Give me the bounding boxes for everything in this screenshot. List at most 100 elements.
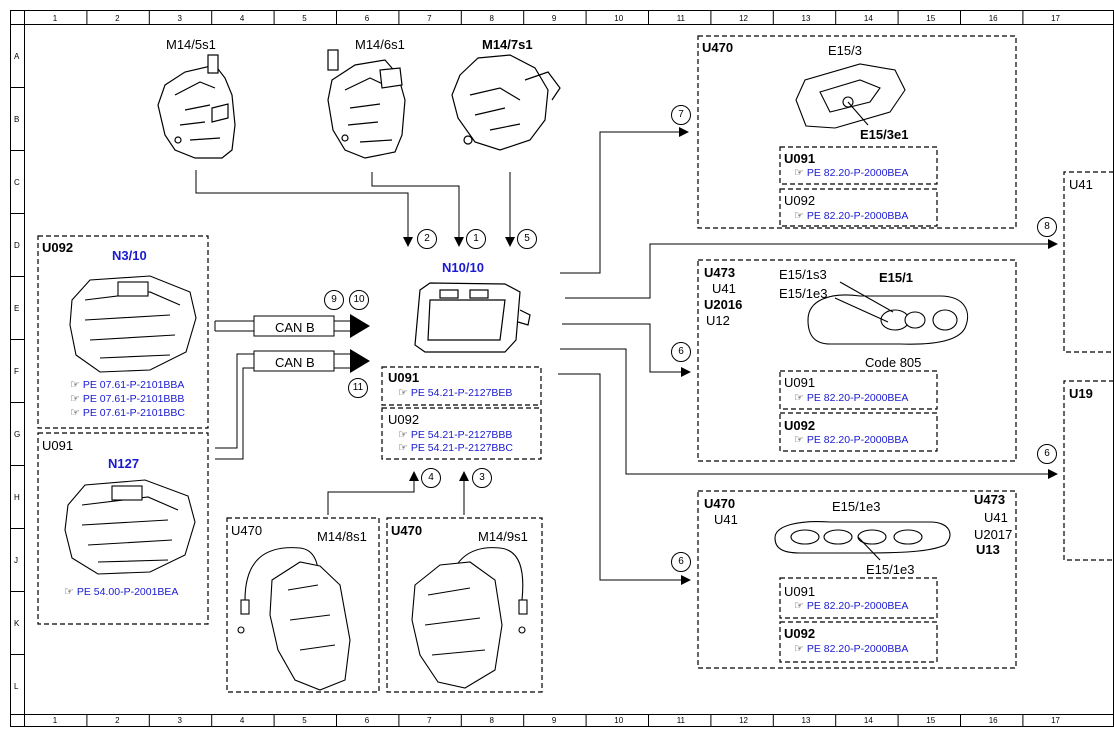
rb3-code-r1: U473: [974, 492, 1006, 507]
e15-1e3-label: E15/1e3: [779, 286, 828, 301]
right-box1-code: U470: [702, 40, 734, 55]
connection-circle-10: 10: [349, 290, 369, 310]
connection-circle-8: 8: [1037, 217, 1057, 237]
rb1-u092-ref[interactable]: ☞PE 82.20-P-2000BBA: [794, 210, 909, 222]
grid-column-label: 12: [739, 716, 748, 725]
n10-10-drawing: [414, 282, 531, 353]
grid-row-label: A: [14, 52, 20, 61]
pointing-hand-icon: ☞: [398, 442, 408, 454]
grid-column-label: 13: [801, 14, 811, 23]
center-u092-label: U092: [388, 412, 420, 427]
n127-label: N127: [108, 456, 140, 471]
center-u091-label: U091: [388, 370, 420, 385]
left-box2-code: U091: [42, 438, 74, 453]
left-box2-ref[interactable]: ☞PE 54.00-P-2001BEA: [64, 586, 179, 598]
connection-circle-6c: 6: [671, 552, 691, 572]
connection-circle-11: 11: [348, 378, 368, 398]
can-b-label-1: CAN B: [275, 320, 315, 335]
bottom-connectors: [327, 471, 469, 515]
rb3-code-l2: U41: [714, 512, 738, 527]
m14-7s1-drawing: [451, 54, 561, 151]
connection-circle-6a: 6: [671, 342, 691, 362]
left-box1-ref-1[interactable]: ☞PE 07.61-P-2101BBA: [70, 379, 185, 391]
m14-8s1-drawing: [237, 547, 351, 691]
grid-column-label: 3: [177, 14, 182, 23]
pointing-hand-icon: ☞: [794, 392, 804, 404]
bottom-right-code: U470: [391, 523, 423, 538]
rb2-code-1: U473: [704, 265, 736, 280]
rb1-u091-ref[interactable]: ☞PE 82.20-P-2000BEA: [794, 167, 909, 179]
n127-drawing: [64, 479, 196, 575]
rb1-u092-label: U092: [784, 193, 816, 208]
center-u091-ref[interactable]: ☞PE 54.21-P-2127BEB: [398, 387, 513, 399]
pointing-hand-icon: ☞: [794, 167, 804, 179]
m14-9s1-label: M14/9s1: [478, 529, 528, 544]
dashed-boxes: [37, 35, 1114, 693]
grid-row-label: G: [14, 430, 21, 439]
grid-column-label: 2: [115, 14, 120, 23]
grid-column-label: 17: [1051, 14, 1060, 23]
grid-column-label: 15: [926, 716, 936, 725]
m14-5s1-drawing: [157, 54, 236, 159]
pointing-hand-icon: ☞: [794, 600, 804, 612]
rb3-u092-ref[interactable]: ☞PE 82.20-P-2000BBA: [794, 643, 909, 655]
e15-3-label: E15/3: [828, 43, 862, 58]
e15-3e1-label: E15/3e1: [860, 127, 909, 142]
bottom-left-code: U470: [231, 523, 263, 538]
n10-10-label: N10/10: [442, 260, 484, 275]
e15-3-drawing: [795, 63, 906, 129]
grid-row-label: B: [14, 115, 20, 124]
rb3-code-r2: U41: [984, 510, 1008, 525]
grid-column-label: 5: [302, 716, 307, 725]
grid-column-label: 1: [52, 716, 58, 725]
grid-column-label: 7: [427, 716, 432, 725]
connection-circle-2: 2: [417, 229, 437, 249]
grid-column-label: 5: [302, 14, 307, 23]
left-box1-ref-2[interactable]: ☞PE 07.61-P-2101BBB: [70, 393, 185, 405]
center-u092-ref-2[interactable]: ☞PE 54.21-P-2127BBC: [398, 442, 514, 454]
pointing-hand-icon: ☞: [70, 407, 80, 419]
grid-column-label: 4: [239, 14, 245, 23]
rb3-sub-label: E15/1e3: [866, 562, 915, 577]
rb2-u091-ref[interactable]: ☞PE 82.20-P-2000BEA: [794, 392, 909, 404]
rb2-code-2: U41: [712, 281, 736, 296]
rb2-code-3: U2016: [704, 297, 743, 312]
grid-row-label: F: [14, 367, 19, 376]
grid-row-label: H: [14, 493, 20, 502]
can-arrowheads: [350, 314, 370, 373]
rb2-u092-label: U092: [784, 418, 816, 433]
m14-5s1-label: M14/5s1: [166, 37, 216, 52]
grid-column-label: 11: [676, 716, 685, 725]
connection-circle-5: 5: [517, 229, 537, 249]
e15-1-drawing: [807, 281, 969, 345]
left-box1-ref-3[interactable]: ☞PE 07.61-P-2101BBC: [70, 407, 186, 419]
center-outputs: [558, 127, 1058, 585]
grid-column-label: 10: [614, 716, 624, 725]
grid-column-label: 6: [364, 716, 370, 725]
rb3-u092-label: U092: [784, 626, 816, 641]
grid-column-label: 3: [177, 716, 182, 725]
grid-column-label: 8: [489, 14, 494, 23]
rb3-code-r4: U13: [976, 542, 1000, 557]
connection-circle-9: 9: [324, 290, 344, 310]
e15-1-label: E15/1: [879, 270, 913, 285]
m14-9s1-drawing: [411, 547, 528, 689]
grid-column-label: 9: [551, 14, 557, 23]
left-box1-code: U092: [42, 240, 74, 255]
grid-row-label: L: [14, 682, 19, 691]
rb3-u091-ref[interactable]: ☞PE 82.20-P-2000BEA: [794, 600, 909, 612]
grid-column-label: 15: [926, 14, 936, 23]
e15-1s3-label: E15/1s3: [779, 267, 827, 282]
rb3-u091-label: U091: [784, 584, 816, 599]
edge-box-u19: U19: [1069, 386, 1093, 401]
rb2-u092-ref[interactable]: ☞PE 82.20-P-2000BBA: [794, 434, 909, 446]
pointing-hand-icon: ☞: [794, 210, 804, 222]
center-u092-ref-1[interactable]: ☞PE 54.21-P-2127BBB: [398, 429, 513, 441]
grid-column-label: 13: [801, 716, 811, 725]
grid-row-label: J: [14, 556, 18, 565]
grid-column-label: 11: [676, 14, 685, 23]
grid-column-label: 14: [863, 14, 873, 23]
rb2-code-4: U12: [706, 313, 730, 328]
